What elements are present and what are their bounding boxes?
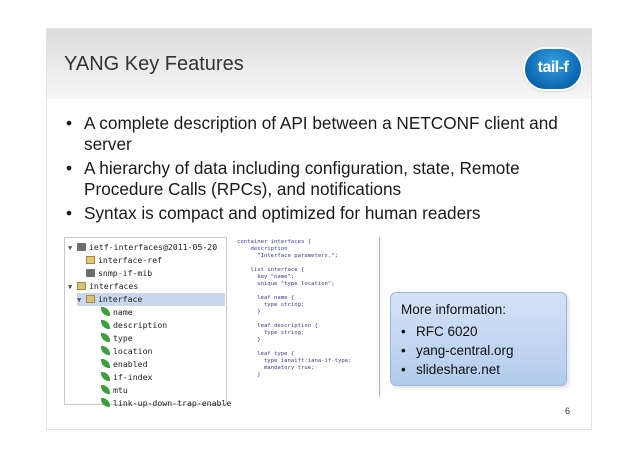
bullet-dot: • [66,203,73,223]
tree-label: mtu [113,385,128,395]
code-line: type ianaift:iana-if-type; [237,358,352,364]
code-line: } [237,337,261,343]
callout-title: More information: [401,302,507,317]
code-line: unique "type location"; [237,281,335,287]
callout-item: • slideshare.net [401,360,514,379]
code-line: container interfaces { [237,239,312,245]
tree-row[interactable]: name [101,306,133,319]
tree-row[interactable]: location [101,345,152,358]
bullet-item: • Syntax is compact and optimized for hum… [57,203,577,224]
callout-list: • RFC 6020 • yang-central.org • slideshare.… [401,322,514,379]
leaf-icon [101,320,110,329]
code-line: leaf name { [237,295,295,301]
leaf-icon [101,346,110,355]
code-line: mandatory true; [237,365,315,371]
tree-label: type [113,333,133,343]
code-line: description [237,246,288,252]
expand-icon[interactable]: ▼ [77,296,82,304]
bullet-text: A complete description of API between a … [84,113,558,154]
feature-icon [86,269,95,277]
bullet-dot: • [66,158,73,178]
code-line: type string; [237,302,305,308]
tree-label: enabled [113,359,148,369]
tree-label: link-up-down-trap-enable [113,398,232,408]
code-line: leaf description { [237,323,318,329]
bullet-dot: • [401,324,406,339]
tree-row[interactable]: interface-ref [77,254,162,267]
tree-row[interactable]: if-index [101,371,152,384]
bullet-text: Syntax is compact and optimized for huma… [84,203,481,223]
expand-icon[interactable]: ▼ [68,244,73,252]
tree-row-selected[interactable]: ▼ interface [77,293,225,306]
tree-row[interactable]: link-up-down-trap-enable [101,397,231,410]
code-line: } [237,309,261,315]
module-icon [77,243,86,251]
bullet-dot: • [401,343,406,358]
leaf-icon [101,333,110,342]
container-icon [77,282,86,290]
tail-f-logo: tail-f [525,49,581,89]
code-line: } [237,372,261,378]
callout-item: • yang-central.org [401,341,514,360]
leaf-icon [101,307,110,316]
tree-row[interactable]: mtu [101,384,128,397]
leaf-icon [101,398,110,407]
bullet-list: • A complete description of API between a… [57,113,577,227]
tree-row[interactable]: description [101,319,167,332]
code-line: leaf type { [237,351,295,357]
tree-label: interface-ref [98,255,163,265]
tree-row[interactable]: ▼ ietf-interfaces@2011-05-20 [68,241,217,254]
bullet-item: • A complete description of API between a… [57,113,577,155]
tree-label: ietf-interfaces@2011-05-20 [89,242,218,252]
code-line: list interface { [237,267,305,273]
bullet-text: A hierarchy of data including configurat… [84,158,520,199]
typedef-icon [86,256,95,264]
leaf-icon [101,385,110,394]
tree-row[interactable]: enabled [101,358,148,371]
tree-label: if-index [113,372,153,382]
bullet-dot: • [401,362,406,377]
slide-title: YANG Key Features [64,53,244,75]
tree-label: name [113,307,133,317]
code-line: "Interface parameters."; [237,253,339,259]
tree-row[interactable]: snmp-if-mib [77,267,152,280]
tree-row[interactable]: ▼ interfaces [68,280,138,293]
slide: YANG Key Features tail-f • A complete des… [46,28,592,430]
list-icon [86,295,95,303]
code-line: type string; [237,330,305,336]
leaf-icon [101,372,110,381]
tree-row[interactable]: type [101,332,133,345]
page-number: 6 [565,406,571,416]
tree-label: description [113,320,168,330]
slide-header: YANG Key Features tail-f [47,29,591,99]
callout-item-text: slideshare.net [416,362,501,377]
leaf-icon [101,359,110,368]
bullet-item: • A hierarchy of data including configura… [57,158,577,200]
logo-text: tail-f [537,59,569,76]
more-info-callout: More information: • RFC 6020 • yang-centra… [390,292,567,386]
tree-label: interfaces [89,281,139,291]
callout-item: • RFC 6020 [401,322,514,341]
yang-code-view: container interfaces { description "Inte… [235,237,380,397]
bullet-dot: • [66,113,73,133]
tree-label: interface [98,294,143,304]
expand-icon[interactable]: ▼ [68,283,73,291]
callout-item-text: RFC 6020 [416,324,478,339]
tree-label: location [113,346,153,356]
tree-label: snmp-if-mib [98,268,153,278]
callout-item-text: yang-central.org [416,343,514,358]
code-line: key "name"; [237,274,295,280]
yang-tree-view: ▼ ietf-interfaces@2011-05-20 interface-re… [64,237,231,408]
